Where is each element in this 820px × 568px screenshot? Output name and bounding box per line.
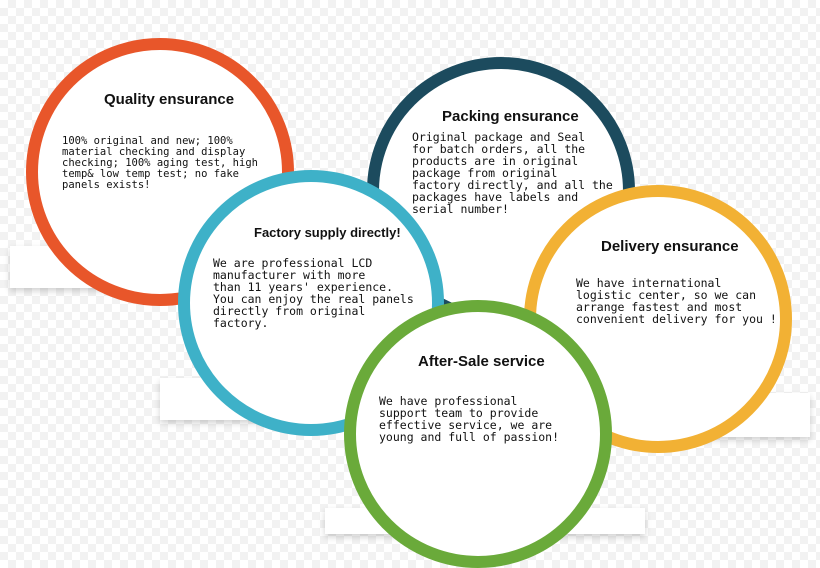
factory-title: Factory supply directly! [254,225,401,240]
factory-body: We are professional LCD manufacturer wit… [213,256,414,331]
packing-title: Packing ensurance [442,108,579,125]
delivery-body: We have international logistic center, s… [576,276,777,327]
after-sale-title: After-Sale service [418,353,545,370]
delivery-title: Delivery ensurance [601,238,739,255]
quality-title: Quality ensurance [104,91,235,108]
quality-body: 100% original and new; 100% material che… [62,135,258,192]
after-sale-body: We have professional support team to pro… [379,394,560,445]
packing-body: Original package and Seal for batch orde… [412,130,613,217]
